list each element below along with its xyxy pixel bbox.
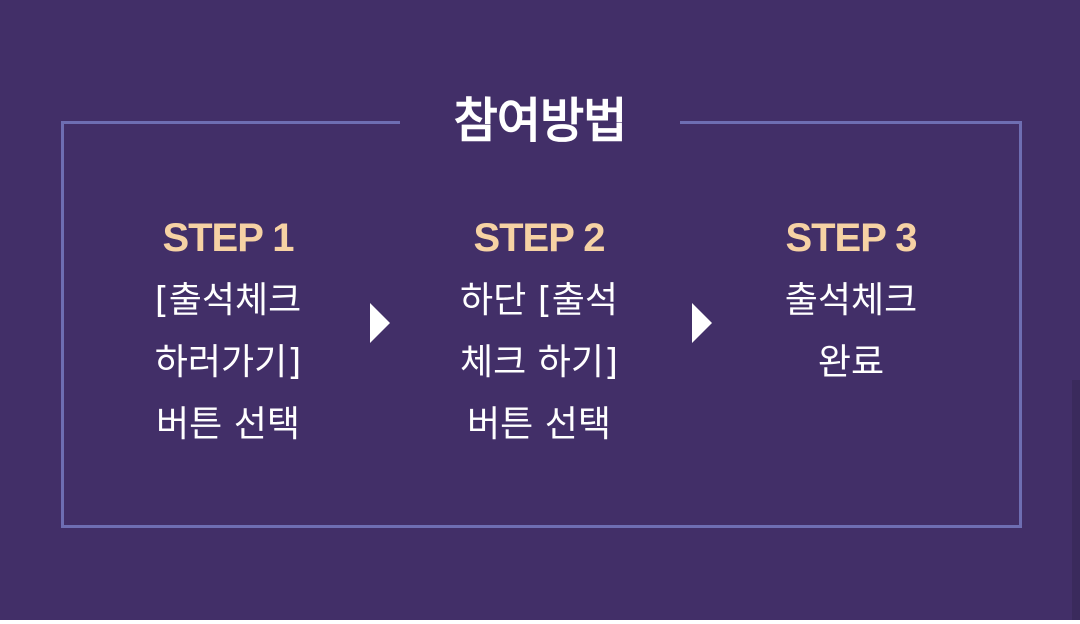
step-2-line-3: 버튼 선택 bbox=[467, 404, 611, 445]
play-arrow-icon bbox=[370, 303, 390, 343]
step-1-description: [출석체크 하러가기] 버튼 선택 bbox=[98, 270, 358, 456]
step-1-line-3: 버튼 선택 bbox=[156, 404, 300, 445]
play-arrow-icon bbox=[692, 303, 712, 343]
step-3-label: STEP 3 bbox=[785, 216, 917, 260]
step-1: STEP 1 [출석체크 하러가기] 버튼 선택 bbox=[98, 212, 358, 456]
scrollbar-track[interactable] bbox=[1072, 380, 1080, 624]
step-2-line-2: 체크 하기] bbox=[460, 342, 618, 383]
step-3-line-2: 완료 bbox=[817, 342, 885, 383]
step-2: STEP 2 하단 [출석 체크 하기] 버튼 선택 bbox=[409, 212, 669, 456]
step-1-line-2: 하러가기] bbox=[154, 342, 302, 383]
step-2-label: STEP 2 bbox=[473, 216, 605, 260]
step-3-line-1: 출석체크 bbox=[784, 280, 918, 321]
step-2-line-1: 하단 [출석 bbox=[460, 280, 618, 321]
step-1-line-1: [출석체크 bbox=[154, 280, 302, 321]
step-3: STEP 3 출석체크 완료 bbox=[721, 212, 981, 394]
bottom-divider bbox=[0, 620, 1080, 624]
section-title: 참여방법 bbox=[400, 86, 680, 156]
step-2-description: 하단 [출석 체크 하기] 버튼 선택 bbox=[409, 270, 669, 456]
step-1-label: STEP 1 bbox=[162, 216, 294, 260]
step-3-description: 출석체크 완료 bbox=[721, 270, 981, 394]
